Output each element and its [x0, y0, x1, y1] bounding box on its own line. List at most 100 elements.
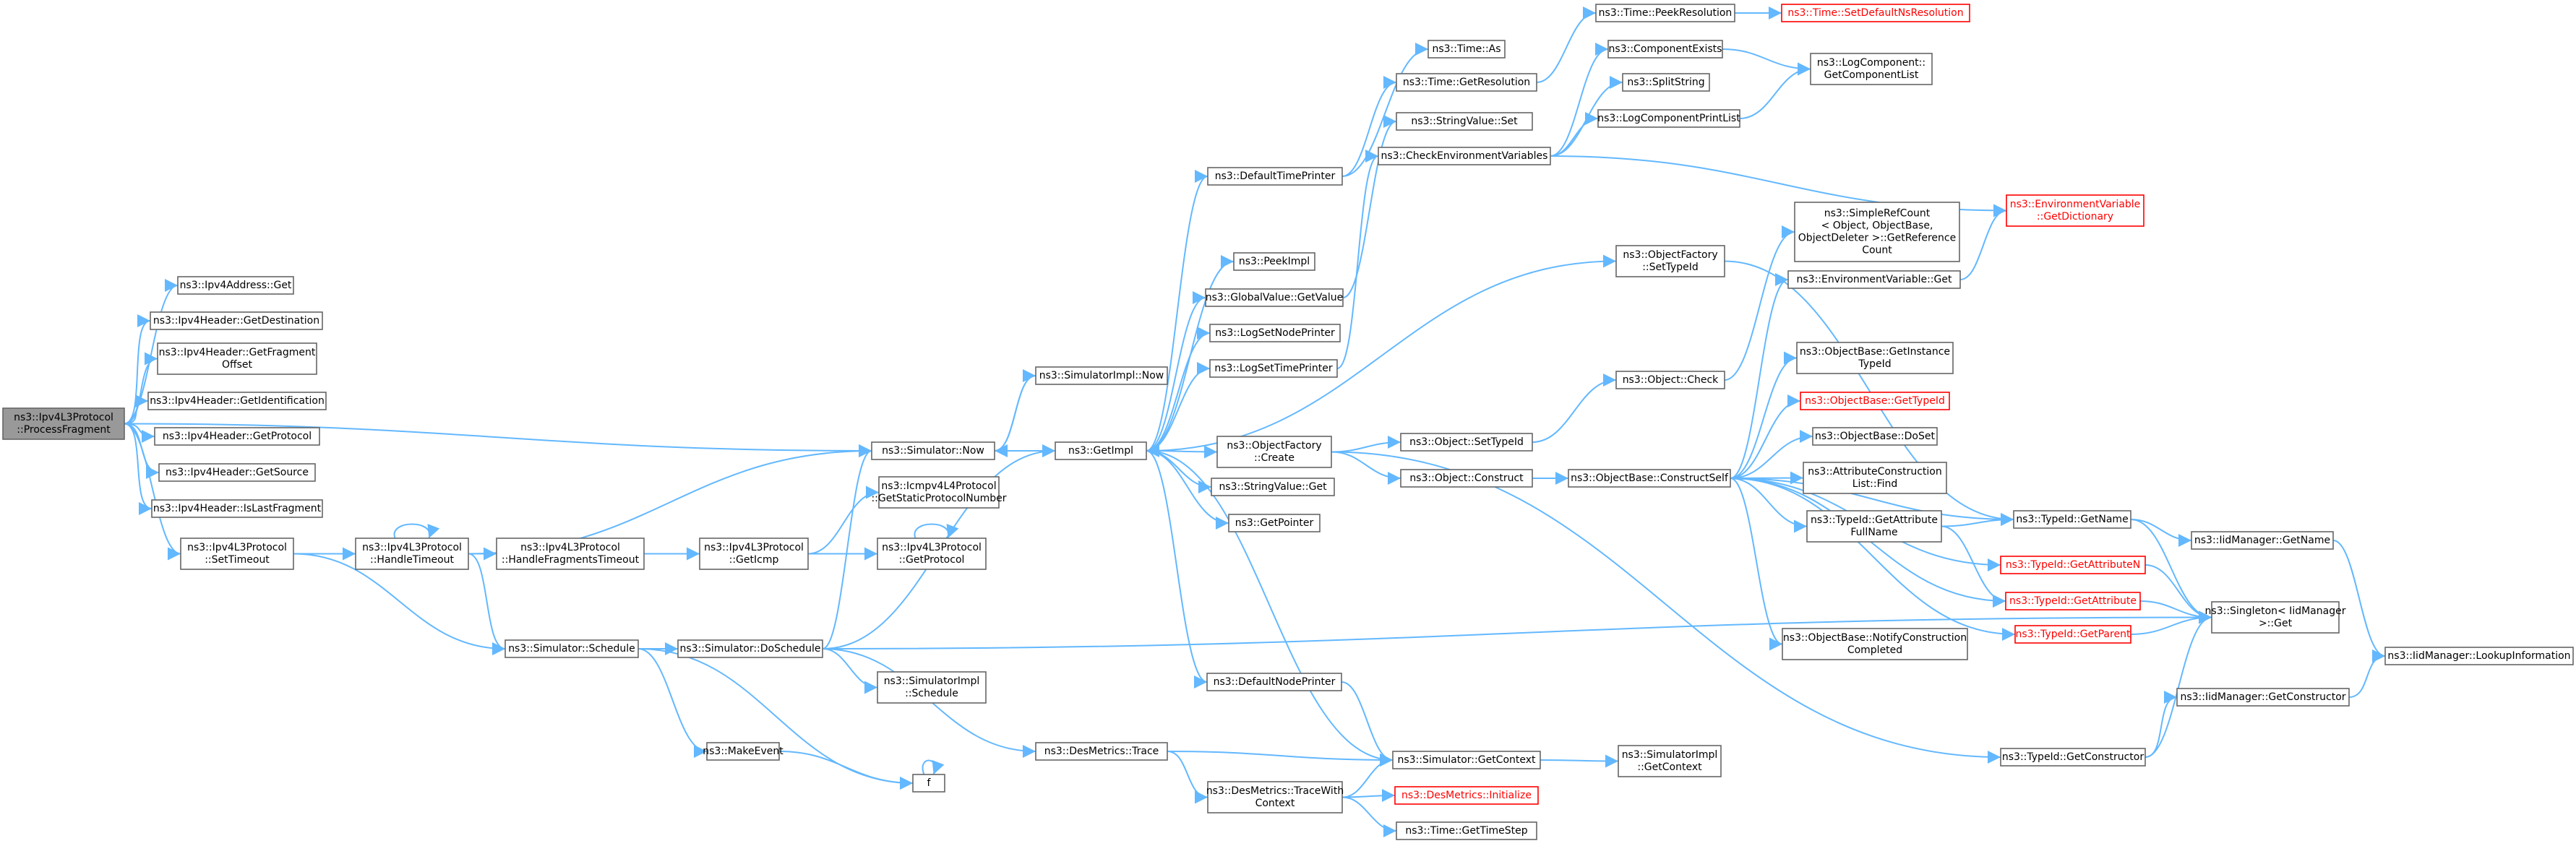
node-desmetrics_trace[interactable]: ns3::DesMetrics::Trace — [1035, 742, 1168, 761]
node-object_construct[interactable]: ns3::Object::Construct — [1400, 469, 1533, 488]
node-label: ns3::GetPointer — [1235, 517, 1314, 529]
node-time_setdefaultns[interactable]: ns3::Time::SetDefaultNsResolution — [1781, 4, 1970, 22]
node-typeid_getconstructor[interactable]: ns3::TypeId::GetConstructor — [2000, 748, 2146, 767]
node-globalvalue_getvalue[interactable]: ns3::GlobalValue::GetValue — [1205, 288, 1344, 307]
node-label: ::Create — [1254, 452, 1295, 464]
node-label: ns3::StringValue::Get — [1219, 481, 1327, 493]
edge-desmetrics_tracewithctx-to-time_gettimestep — [1341, 796, 1397, 837]
node-f[interactable]: f — [912, 774, 945, 793]
node-objfactory_create[interactable]: ns3::ObjectFactory::Create — [1216, 436, 1332, 468]
node-time_getresolution[interactable]: ns3::Time::GetResolution — [1396, 73, 1537, 92]
node-object_settypeid[interactable]: ns3::Object::SetTypeId — [1400, 433, 1533, 452]
node-l3_geticmp[interactable]: ns3::Ipv4L3Protocol::GetIcmp — [699, 538, 809, 570]
node-label: ::GetProtocol — [899, 554, 965, 566]
node-simimpl_now[interactable]: ns3::SimulatorImpl::Now — [1035, 366, 1168, 385]
node-logcomponentprintlist[interactable]: ns3::LogComponentPrintList — [1597, 109, 1740, 128]
node-l3_getprotocol[interactable]: ns3::Ipv4L3Protocol::GetProtocol — [877, 538, 987, 570]
node-sim_schedule[interactable]: ns3::Simulator::Schedule — [505, 639, 639, 658]
node-object_check[interactable]: ns3::Object::Check — [1615, 371, 1725, 389]
node-label: f — [927, 777, 932, 789]
node-objbase_constructself[interactable]: ns3::ObjectBase::ConstructSelf — [1568, 469, 1731, 488]
node-simplerefcount[interactable]: ns3::SimpleRefCount< Object, ObjectBase,… — [1794, 202, 1960, 262]
edge-object_check-to-simplerefcount — [1724, 225, 1795, 381]
node-box — [1787, 270, 1961, 289]
edge — [1342, 115, 1397, 298]
node-objfactory_settypeid[interactable]: ns3::ObjectFactory::SetTypeId — [1615, 245, 1725, 277]
edge-objbase_constructself-to-typeid_getattrfullname — [1730, 478, 1808, 533]
node-defaulttimeprinter[interactable]: ns3::DefaultTimePrinter — [1207, 167, 1343, 186]
node-desmetrics_init[interactable]: ns3::DesMetrics::Initialize — [1394, 786, 1539, 805]
node-splitstring[interactable]: ns3::SplitString — [1622, 73, 1710, 92]
node-componentexists[interactable]: ns3::ComponentExists — [1607, 40, 1723, 59]
node-iidmgr_getname[interactable]: ns3::IidManager::GetName — [2191, 531, 2334, 550]
edge — [1722, 48, 1811, 76]
node-typeid_getname[interactable]: ns3::TypeId::GetName — [2013, 510, 2131, 529]
node-getpointer[interactable]: ns3::GetPointer — [1228, 514, 1321, 532]
node-label: ns3::ObjectBase::DoSet — [1815, 431, 1935, 442]
node-box — [1206, 673, 1342, 691]
node-peekimpl[interactable]: ns3::PeekImpl — [1233, 252, 1315, 271]
node-objbase_notifyconstr[interactable]: ns3::ObjectBase::NotifyConstructionCompl… — [1782, 628, 1968, 660]
node-getimpl[interactable]: ns3::GetImpl — [1055, 441, 1147, 460]
node-defaultnodeprinter[interactable]: ns3::DefaultNodePrinter — [1206, 673, 1342, 691]
node-root[interactable]: ns3::Ipv4L3Protocol::ProcessFragment — [2, 407, 125, 440]
node-stringvalue_get[interactable]: ns3::StringValue::Get — [1211, 478, 1335, 496]
node-logcomp_getlist[interactable]: ns3::LogComponent::GetComponentList — [1810, 53, 1933, 85]
node-time_gettimestep[interactable]: ns3::Time::GetTimeStep — [1396, 821, 1537, 840]
node-envvar_getdict[interactable]: ns3::EnvironmentVariable::GetDictionary — [2006, 194, 2144, 227]
node-l3_settimeout[interactable]: ns3::Ipv4L3Protocol::SetTimeout — [180, 538, 294, 570]
edge — [1730, 478, 1808, 533]
node-hdr_getident[interactable]: ns3::Ipv4Header::GetIdentification — [147, 392, 327, 410]
node-envvar_get[interactable]: ns3::EnvironmentVariable::Get — [1787, 270, 1961, 289]
node-iidmgr_getconstructor[interactable]: ns3::IidManager::GetConstructor — [2176, 688, 2350, 707]
node-box — [1233, 252, 1315, 271]
node-logsetnodeprinter[interactable]: ns3::LogSetNodePrinter — [1209, 324, 1341, 342]
node-icmp_getstatic[interactable]: ns3::Icmpv4L4Protocol::GetStaticProtocol… — [871, 476, 1007, 509]
node-label: ns3::SplitString — [1627, 77, 1704, 88]
node-typeid_getparent[interactable]: ns3::TypeId::GetParent — [2014, 625, 2131, 644]
node-stringvalue_set[interactable]: ns3::StringValue::Set — [1396, 112, 1533, 131]
node-singleton_get[interactable]: ns3::Singleton< IidManager >::Get — [2205, 601, 2346, 634]
node-objbase_gettypeid[interactable]: ns3::ObjectBase::GetTypeId — [1800, 392, 1950, 410]
node-iidmgr_lookupinfo[interactable]: ns3::IidManager::LookupInformation — [2384, 647, 2574, 665]
node-checkenvvars[interactable]: ns3::CheckEnvironmentVariables — [1378, 147, 1551, 165]
node-label: ::HandleFragmentsTimeout — [502, 554, 640, 566]
node-makeevent[interactable]: ns3::MakeEvent — [703, 742, 783, 761]
node-label: ns3::SimulatorImpl — [884, 675, 980, 687]
edge — [1341, 796, 1397, 837]
node-sim_now[interactable]: ns3::Simulator::Now — [871, 441, 995, 460]
node-hdr_getproto[interactable]: ns3::Ipv4Header::GetProtocol — [154, 427, 320, 446]
node-hdr_getdest[interactable]: ns3::Ipv4Header::GetDestination — [150, 311, 323, 330]
edge-l3_getprotocol-to-l3_getprotocol — [914, 523, 959, 539]
node-label: ns3::PeekImpl — [1239, 256, 1310, 267]
node-time_peekresolution[interactable]: ns3::Time::PeekResolution — [1595, 4, 1735, 22]
node-logsettimeprinter[interactable]: ns3::LogSetTimePrinter — [1209, 359, 1338, 378]
node-box — [1216, 436, 1332, 468]
edge — [994, 375, 1036, 457]
node-l3_handletimeout[interactable]: ns3::Ipv4L3Protocol::HandleTimeout — [355, 538, 469, 570]
node-ipv4addr_get[interactable]: ns3::Ipv4Address::Get — [177, 276, 294, 295]
node-simimpl_schedule[interactable]: ns3::SimulatorImpl::Schedule — [877, 671, 987, 704]
node-box — [877, 538, 987, 570]
node-box — [1396, 73, 1537, 92]
edge — [637, 648, 708, 758]
node-box — [147, 392, 327, 410]
node-l3_handlefragtimeout[interactable]: ns3::Ipv4L3Protocol::HandleFragmentsTime… — [496, 538, 645, 570]
node-hdr_getsource[interactable]: ns3::Ipv4Header::GetSource — [158, 463, 316, 482]
node-typeid_getattributen[interactable]: ns3::TypeId::GetAttributeN — [2000, 556, 2146, 574]
node-simimpl_getcontext[interactable]: ns3::SimulatorImpl::GetContext — [1618, 745, 1722, 777]
node-typeid_getattribute[interactable]: ns3::TypeId::GetAttribute — [2005, 592, 2141, 610]
node-box — [1400, 433, 1533, 452]
node-objbase_doset[interactable]: ns3::ObjectBase::DoSet — [1812, 427, 1938, 446]
node-sim_getcontext[interactable]: ns3::Simulator::GetContext — [1392, 751, 1541, 769]
node-hdr_islastfrag[interactable]: ns3::Ipv4Header::IsLastFragment — [151, 499, 323, 518]
node-label: ns3::LogComponentPrintList — [1597, 113, 1740, 124]
node-box — [2014, 625, 2131, 644]
node-sim_doschedule[interactable]: ns3::Simulator::DoSchedule — [677, 639, 823, 658]
node-time_as[interactable]: ns3::Time::As — [1427, 40, 1506, 59]
